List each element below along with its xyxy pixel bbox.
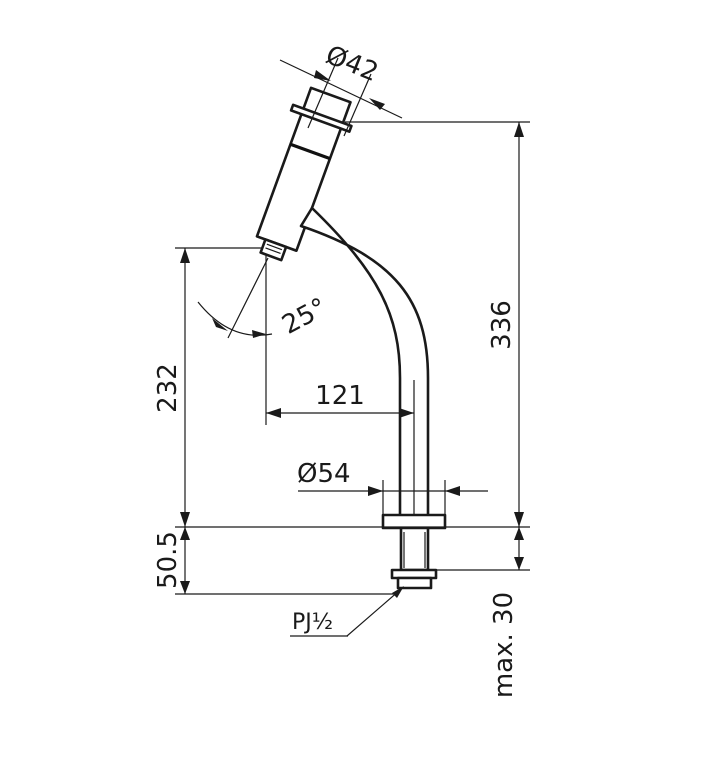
head-band-line: [289, 143, 331, 160]
reach-label: 121: [315, 381, 365, 411]
shank: [399, 526, 430, 572]
total-height-label: 336: [487, 300, 517, 350]
thread-end: [396, 576, 433, 590]
faucet-head: [255, 86, 353, 262]
outlet-height-label: 232: [153, 363, 183, 413]
base-flange: [381, 513, 447, 530]
base-diameter-label: Ø54: [297, 459, 351, 489]
thread-label: PJ½: [292, 610, 333, 635]
handle-lever: [289, 103, 353, 133]
max-thickness-label: max. 30: [489, 592, 519, 698]
shank-length-label: 50.5: [153, 531, 183, 589]
angle-label: 25°: [277, 293, 332, 341]
